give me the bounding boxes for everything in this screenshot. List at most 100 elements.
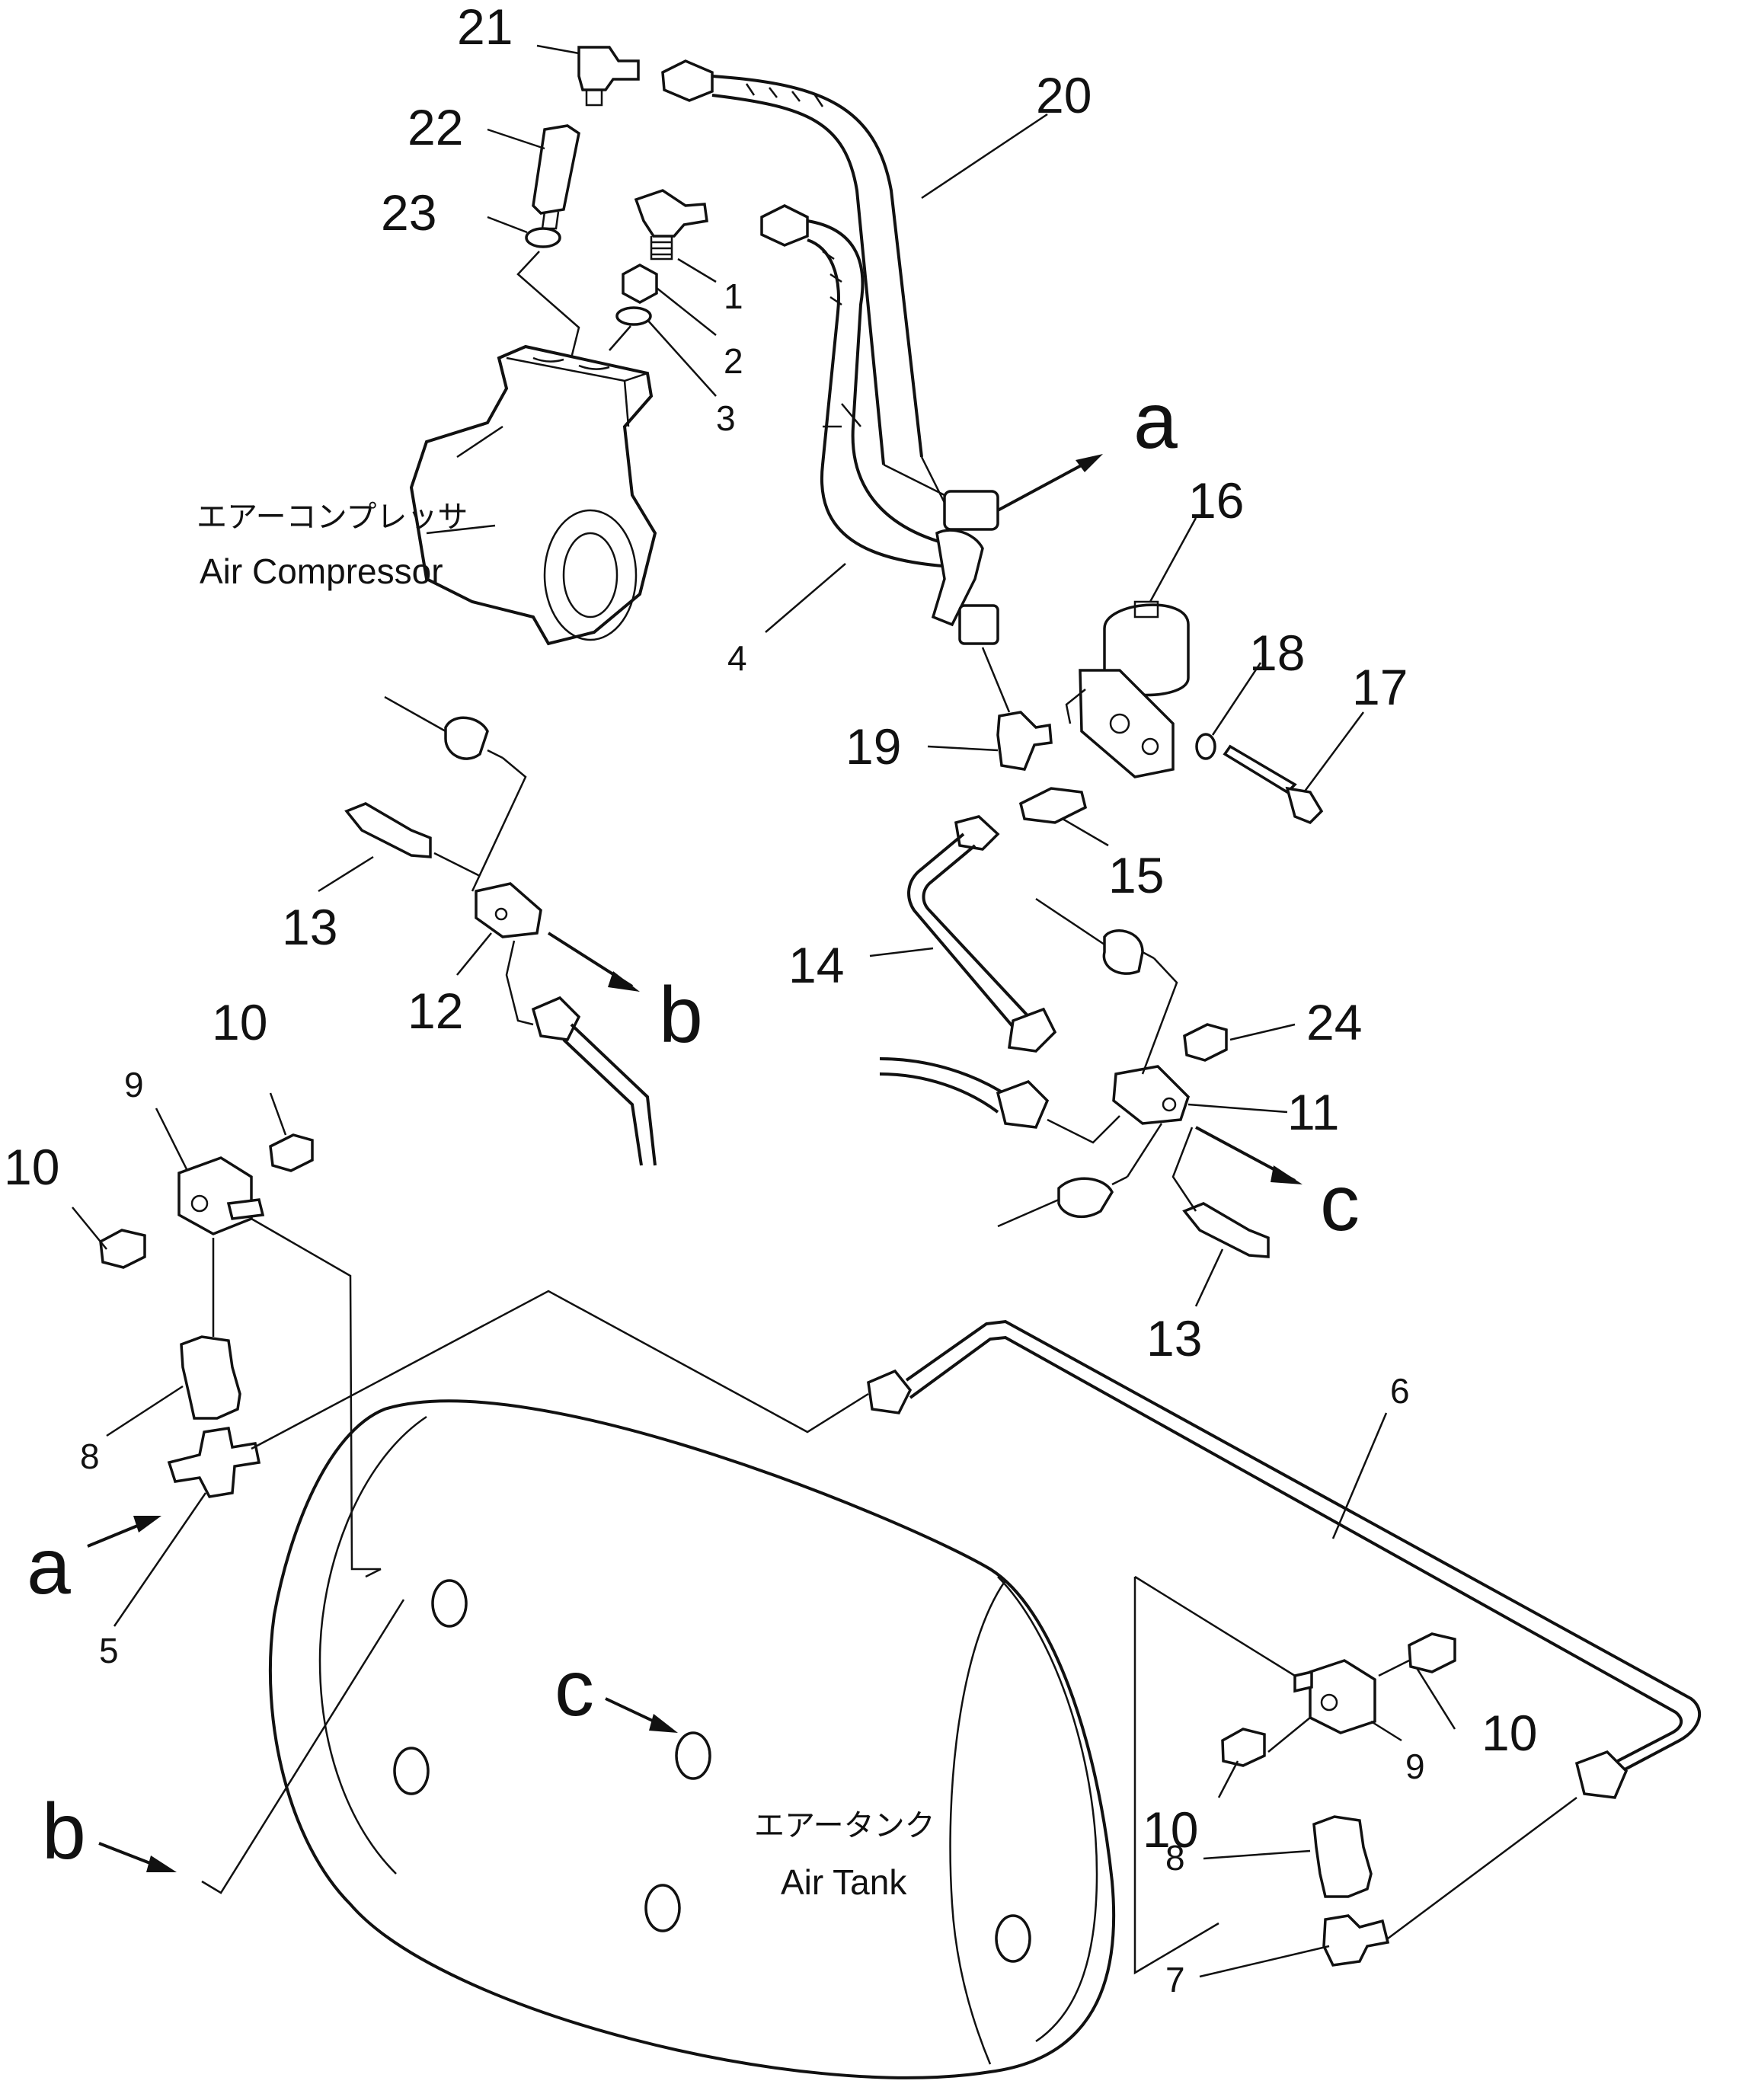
leader-8b [1203, 1849, 1311, 1860]
block-11[interactable] [1112, 1065, 1191, 1125]
leader-18 [1211, 662, 1262, 736]
leader-15 [1062, 817, 1109, 847]
leader-13-lower-callout [1194, 1248, 1224, 1307]
leader-sensor-lower [1126, 1123, 1163, 1178]
leader-9-10-right [1378, 1659, 1410, 1677]
plug-10-left[interactable] [99, 1229, 146, 1269]
leader-3 [647, 319, 717, 397]
valve-8-left[interactable] [180, 1335, 241, 1420]
bolt-17[interactable] [1223, 744, 1324, 825]
leader-9b [1370, 1720, 1402, 1742]
callout-14: 14 [788, 937, 844, 993]
tube-14[interactable] [907, 815, 1057, 1053]
leader-7-pipe [1387, 1796, 1577, 1940]
o-ring-23[interactable] [525, 227, 561, 248]
nipple-9-side[interactable] [226, 1198, 265, 1220]
callout-8-left: 8 [80, 1437, 100, 1476]
leader-6 [1331, 1412, 1388, 1539]
connector-b-in: b [42, 1788, 86, 1876]
pressure-switch-13-upper[interactable] [344, 802, 432, 858]
arrow-c-out-head [1271, 1165, 1303, 1184]
air-tank[interactable] [268, 1399, 1116, 2079]
callout-13-upper: 13 [282, 899, 337, 955]
nut-2[interactable] [622, 264, 658, 304]
hose-20[interactable] [661, 59, 999, 531]
leader-10a [269, 1092, 287, 1136]
connector-c-out: c [1320, 1159, 1360, 1248]
o-ring-3[interactable] [615, 306, 652, 326]
leader-9a [155, 1108, 188, 1170]
callout-12: 12 [408, 983, 463, 1039]
extension-22[interactable] [532, 124, 580, 230]
air-compressor-label-en: Air Compressor [200, 551, 443, 591]
leader-7 [1199, 1945, 1330, 1978]
callout-20: 20 [1036, 67, 1092, 123]
block-12[interactable] [475, 882, 542, 938]
sensor-lower-11[interactable] [997, 1175, 1128, 1228]
leader-12 [456, 932, 492, 976]
leader-right-fittings [1133, 1575, 1296, 1975]
leader-8a [106, 1385, 184, 1437]
leader-20 [921, 113, 1048, 200]
connector-15[interactable] [1018, 787, 1088, 824]
connector-b-out: b [659, 971, 703, 1060]
leader-10-9-right [1267, 1717, 1311, 1753]
air-tank-label-jp: エアータンク [754, 1808, 935, 1843]
block-9-left[interactable] [177, 1156, 253, 1235]
elbow-19[interactable] [996, 711, 1053, 771]
callout-10-upper-left: 10 [212, 994, 267, 1050]
leader-4 [765, 563, 846, 633]
air-compressor[interactable] [409, 344, 657, 646]
hose-end-c[interactable] [879, 1057, 1120, 1144]
leader-11 [1187, 1103, 1288, 1114]
leader-22 [487, 128, 545, 150]
valve-16[interactable] [1065, 600, 1190, 778]
plug-10-right-lower[interactable] [1221, 1728, 1266, 1767]
plug-24[interactable] [1183, 1023, 1228, 1062]
leader-10c [1415, 1667, 1456, 1730]
callout-10-left: 10 [4, 1139, 59, 1195]
leader-5 [113, 1492, 207, 1627]
air-compressor-label-jp: エアーコンプレッサ [197, 500, 468, 535]
connector-c-in: c [555, 1645, 594, 1733]
pipe-6[interactable] [251, 1290, 1702, 1799]
arrow-a-in-head [133, 1516, 161, 1533]
connector-a-in: a [27, 1523, 71, 1611]
elbow-1[interactable] [634, 189, 708, 261]
callout-9-left: 9 [124, 1065, 144, 1104]
callout-15: 15 [1108, 847, 1164, 903]
callout-11: 11 [1287, 1084, 1340, 1140]
connector-a-out: a [1133, 377, 1178, 465]
air-tank-label-en: Air Tank [781, 1862, 907, 1902]
tee-5[interactable] [167, 1427, 261, 1498]
arrow-a-out-head [1076, 454, 1103, 472]
callout-1: 1 [724, 276, 743, 316]
leader-1 [677, 257, 717, 283]
hose-4[interactable] [760, 204, 999, 645]
elbow-fitting-21[interactable] [577, 46, 640, 107]
plug-10-right-upper[interactable] [1408, 1632, 1456, 1673]
sensor-12-upper[interactable] [384, 695, 503, 760]
plug-10-upper-left[interactable] [269, 1133, 314, 1172]
leader-3-compressor [609, 325, 631, 351]
callout-24: 24 [1306, 994, 1362, 1050]
callout-23: 23 [381, 184, 436, 241]
callout-6: 6 [1390, 1371, 1410, 1411]
pressure-switch-13-lower[interactable] [1182, 1202, 1270, 1258]
leader-b-tank [201, 1599, 405, 1894]
washer-18[interactable] [1195, 733, 1216, 760]
leader-14 [869, 947, 934, 957]
callout-17: 17 [1352, 659, 1408, 715]
callout-10-right-lower: 10 [1143, 1801, 1198, 1858]
leader-13-upper [318, 855, 374, 893]
hose-end-b[interactable] [505, 940, 657, 1166]
leader-a-tank [251, 1217, 381, 1571]
elbow-7[interactable] [1322, 1914, 1390, 1967]
valve-8-right[interactable] [1312, 1815, 1373, 1898]
sensor-upper-11[interactable] [1035, 897, 1155, 975]
arrow-b-out-head [608, 971, 640, 992]
leader-10b [72, 1207, 107, 1250]
leader-17 [1303, 711, 1365, 793]
block-9-right[interactable] [1293, 1659, 1376, 1734]
